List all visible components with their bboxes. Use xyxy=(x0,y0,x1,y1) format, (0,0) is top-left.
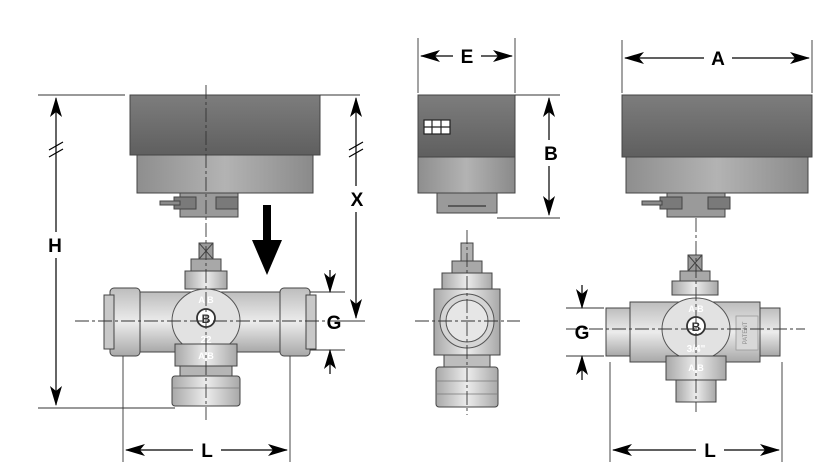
right-actuator-lever xyxy=(641,200,663,206)
left-actuator-top xyxy=(129,94,321,156)
dim-x-label: X xyxy=(351,190,364,211)
right-patent-label: PATENT xyxy=(743,321,749,344)
dim-e-label: E xyxy=(461,47,474,68)
dim-g-left-label: G xyxy=(327,313,342,334)
dim-b-label: B xyxy=(544,144,558,165)
right-actuator-top xyxy=(621,94,813,158)
dim-l-right-label: L xyxy=(704,441,716,462)
dim-h-label: H xyxy=(48,236,62,257)
middle-view: E B xyxy=(415,38,564,415)
dim-a-label: A xyxy=(711,49,725,70)
right-ports-top-label: A B xyxy=(688,304,704,314)
right-size-label: 3/4" xyxy=(687,344,706,355)
dim-l-left-label: L xyxy=(201,441,213,462)
dim-g-right-label: G xyxy=(575,323,590,344)
left-flow-arrow xyxy=(252,205,282,275)
right-view: B A B 3/4" PATENT A|B A G L xyxy=(566,40,813,462)
left-view: B A B 22 A|B H X G xyxy=(38,85,371,462)
left-actuator-lower xyxy=(136,154,314,194)
left-actuator-lever xyxy=(159,200,181,206)
